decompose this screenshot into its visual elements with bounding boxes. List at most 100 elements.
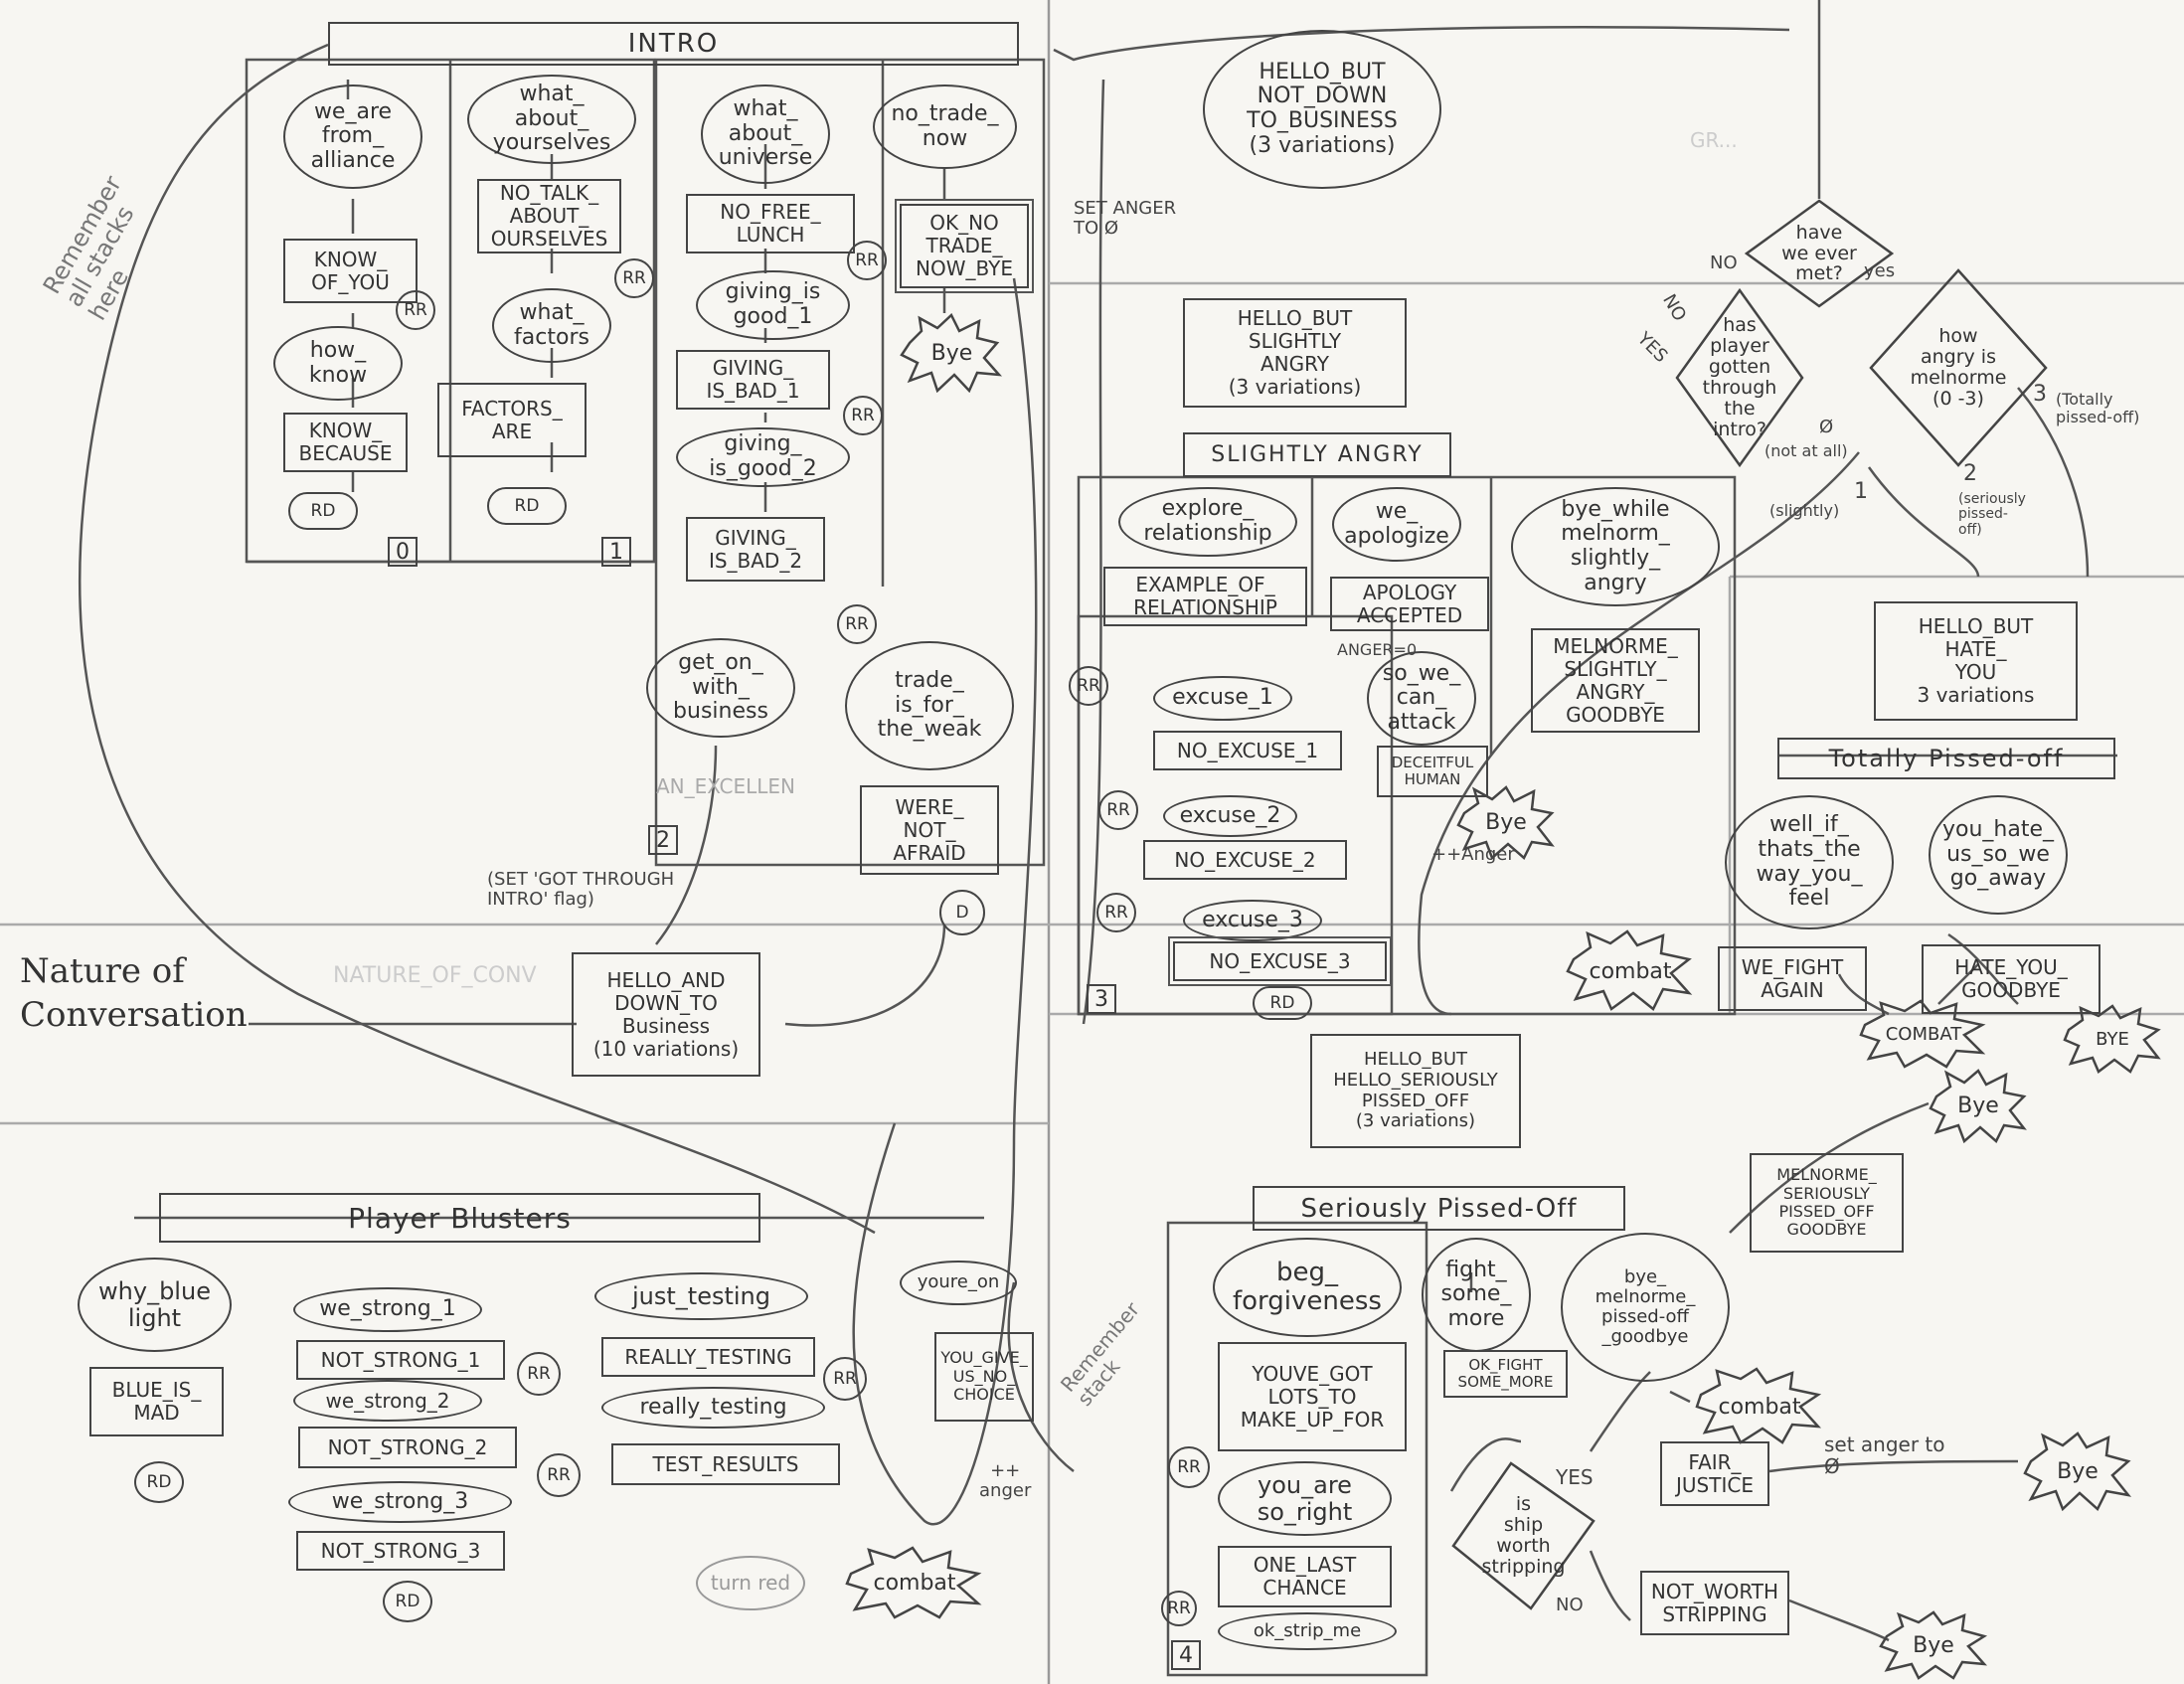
really-testing-node: REALLY_TESTING bbox=[601, 1337, 815, 1377]
excuse-3[interactable]: excuse_3 bbox=[1183, 900, 1322, 941]
bye-label: Bye bbox=[1957, 1094, 1999, 1118]
know-of-you: KNOW_ OF_YOU bbox=[283, 239, 418, 303]
bye-while-melnorme-slightly-angry[interactable]: bye_while melnorm_ slightly_ angry bbox=[1511, 487, 1720, 606]
we-apologize[interactable]: we_ apologize bbox=[1332, 487, 1461, 562]
no-trade-now[interactable]: no_trade_ now bbox=[873, 84, 1017, 169]
bye-label: Bye bbox=[1485, 810, 1527, 835]
hello-but-hate-you: HELLO_BUT HATE_ YOU 3 variations bbox=[1874, 601, 2078, 721]
giving-is-bad-1: GIVING_ IS_BAD_1 bbox=[676, 350, 830, 410]
rr-badge: RR bbox=[614, 258, 654, 298]
rr-badge: RR bbox=[396, 290, 435, 330]
one-label: 1 bbox=[1854, 479, 1868, 504]
ok-no-trade-now-bye: OK_NO TRADE_ NOW_BYE bbox=[895, 199, 1034, 293]
youve-got-lots-to-make-up-for: YOUVE_GOT LOTS_TO MAKE_UP_FOR bbox=[1218, 1342, 1407, 1451]
faint-scribble: AN_EXCELLEN bbox=[656, 774, 796, 798]
has-player-gotten-through-intro: has player gotten through the intro? bbox=[1675, 288, 1804, 467]
burst-shape bbox=[1859, 999, 1986, 1069]
rd-badge: RD bbox=[487, 487, 567, 525]
beg-forgiveness[interactable]: beg_ forgiveness bbox=[1213, 1238, 1402, 1337]
nature-faint-text: NATURE_OF_CONV bbox=[333, 963, 537, 988]
rr-badge: RR bbox=[1096, 893, 1136, 932]
how-angry-label: how angry is melnorme (0 -3) bbox=[1910, 325, 2007, 410]
anger-zero: ANGER=0 bbox=[1337, 640, 1418, 659]
explore-relationship[interactable]: explore_ relationship bbox=[1118, 487, 1297, 557]
no-excuse-3: NO_EXCUSE_3 bbox=[1168, 936, 1392, 986]
how-know[interactable]: how_ know bbox=[273, 326, 403, 401]
seriously-pissed-off-header: Seriously Pissed-Off bbox=[1253, 1186, 1625, 1231]
burst-shape bbox=[1929, 1069, 2027, 1143]
diamond-shape bbox=[1675, 288, 1804, 467]
excuse-1[interactable]: excuse_1 bbox=[1153, 676, 1292, 721]
we-are-from-alliance[interactable]: we_are from_ alliance bbox=[283, 84, 422, 189]
trade-is-for-the-weak[interactable]: trade_ is_for_ the_weak bbox=[845, 641, 1014, 770]
what-about-yourselves[interactable]: what_ about_ yourselves bbox=[467, 75, 636, 164]
you-hate-us-so-we-go-away[interactable]: you_hate_ us_so_we go_away bbox=[1929, 795, 2068, 915]
why-blue-light[interactable]: why_blue light bbox=[78, 1258, 232, 1352]
how-angry-is-melnorme: how angry is melnorme (0 -3) bbox=[1869, 268, 2048, 467]
example-of-relationship: EXAMPLE_OF_ RELATIONSHIP bbox=[1103, 567, 1307, 626]
youre-on[interactable]: youre_on bbox=[900, 1261, 1017, 1305]
bye-burst: Bye bbox=[900, 313, 1004, 393]
have-we-ever-met: have we ever met? bbox=[1745, 199, 1894, 308]
slightly-angry-header: SLIGHTLY ANGRY bbox=[1183, 432, 1451, 477]
fair-justice: FAIR_ JUSTICE bbox=[1660, 1441, 1769, 1506]
ok-strip-me[interactable]: ok_strip_me bbox=[1218, 1612, 1397, 1650]
so-we-can-attack[interactable]: so_we_ can_ attack bbox=[1367, 651, 1476, 746]
burst-shape bbox=[845, 1546, 982, 1619]
have-we-ever-met-label: have we ever met? bbox=[1781, 221, 1857, 285]
plus-anger: ++ anger bbox=[979, 1460, 1032, 1501]
no-free-lunch: NO_FREE_ LUNCH bbox=[686, 194, 855, 253]
bye-label: Bye bbox=[1913, 1632, 1954, 1658]
no-talk-about-ourselves: NO_TALK_ ABOUT_ OURSELVES bbox=[477, 179, 621, 253]
combat-label: combat bbox=[873, 1571, 956, 1596]
hello-but-seriously-pissed-off: HELLO_BUT HELLO_SERIOUSLY PISSED_OFF (3 … bbox=[1310, 1034, 1521, 1148]
burst-shape bbox=[2023, 1431, 2132, 1511]
giving-is-good-1[interactable]: giving_is good_1 bbox=[696, 270, 850, 340]
we-strong-1[interactable]: we_strong_1 bbox=[293, 1287, 482, 1332]
not-worth-stripping: NOT_WORTH STRIPPING bbox=[1640, 1571, 1789, 1635]
deceitful-human: DECEITFUL HUMAN bbox=[1377, 746, 1488, 797]
really-testing[interactable]: really_testing bbox=[601, 1387, 825, 1429]
just-testing[interactable]: just_testing bbox=[594, 1272, 808, 1320]
get-on-with-business[interactable]: get_on_ with_ business bbox=[646, 638, 795, 738]
giving-is-good-2[interactable]: giving_ is_good_2 bbox=[676, 427, 850, 487]
melnorme-seriously-pissed-off-goodbye: MELNORME_ SERIOUSLY PISSED_OFF GOODBYE bbox=[1750, 1153, 1904, 1253]
rr-badge: RR bbox=[1098, 790, 1138, 830]
bye-burst: Bye bbox=[2023, 1431, 2132, 1511]
is-ship-worth-stripping: is ship worth stripping bbox=[1451, 1461, 1596, 1610]
two-label: 2 bbox=[1963, 461, 1977, 486]
hello-but-not-down-to-business: HELLO_BUT NOT_DOWN TO_BUSINESS (3 variat… bbox=[1203, 30, 1441, 189]
yes-label: yes bbox=[1864, 260, 1896, 281]
well-if-thats-the-way-you-feel[interactable]: well_if_ thats_the way_you_ feel bbox=[1725, 795, 1894, 929]
fight-some-more[interactable]: fight_ some_ more bbox=[1422, 1238, 1531, 1352]
what-factors[interactable]: what_ factors bbox=[492, 288, 611, 363]
combat-label: combat bbox=[1718, 1394, 1801, 1420]
ok-fight-some-more: OK_FIGHT SOME_MORE bbox=[1443, 1350, 1568, 1398]
burst-shape bbox=[900, 313, 1003, 393]
faint-gr: GR... bbox=[1690, 128, 1738, 152]
no-excuse-1: NO_EXCUSE_1 bbox=[1153, 731, 1342, 770]
bye-label: Bye bbox=[2057, 1458, 2099, 1484]
bye-burst: BYE bbox=[2063, 1004, 2162, 1074]
zero-label: Ø bbox=[1819, 417, 1834, 437]
what-about-universe[interactable]: what_ about_ universe bbox=[701, 84, 830, 184]
hello-but-slightly-angry: HELLO_BUT SLIGHTLY ANGRY (3 variations) bbox=[1183, 298, 1407, 408]
diamond-shape bbox=[1745, 199, 1894, 308]
stack-number: 3 bbox=[1087, 984, 1116, 1014]
stack-number: 0 bbox=[388, 537, 418, 567]
you-are-so-right[interactable]: you_are so_right bbox=[1218, 1461, 1392, 1536]
combat-label: COMBAT bbox=[1885, 1023, 1962, 1045]
bye-melnorme-pissed-off[interactable]: bye_ melnorme_ pissed-off _goodbye bbox=[1561, 1233, 1730, 1382]
stack-number: 1 bbox=[601, 537, 631, 567]
burst-shape bbox=[1695, 1367, 1822, 1444]
rr-badge: RR bbox=[517, 1352, 561, 1396]
rr-badge: RR bbox=[1168, 1446, 1210, 1488]
no-label: NO bbox=[1556, 1595, 1584, 1615]
know-because: KNOW_ BECAUSE bbox=[283, 413, 408, 472]
excuse-2[interactable]: excuse_2 bbox=[1163, 795, 1297, 837]
we-strong-2[interactable]: we_strong_2 bbox=[293, 1380, 482, 1422]
hello-and-down-to-business: HELLO_AND DOWN_TO Business (10 variation… bbox=[572, 952, 760, 1077]
we-strong-3[interactable]: we_strong_3 bbox=[288, 1481, 512, 1523]
rd-badge: RD bbox=[288, 492, 358, 530]
